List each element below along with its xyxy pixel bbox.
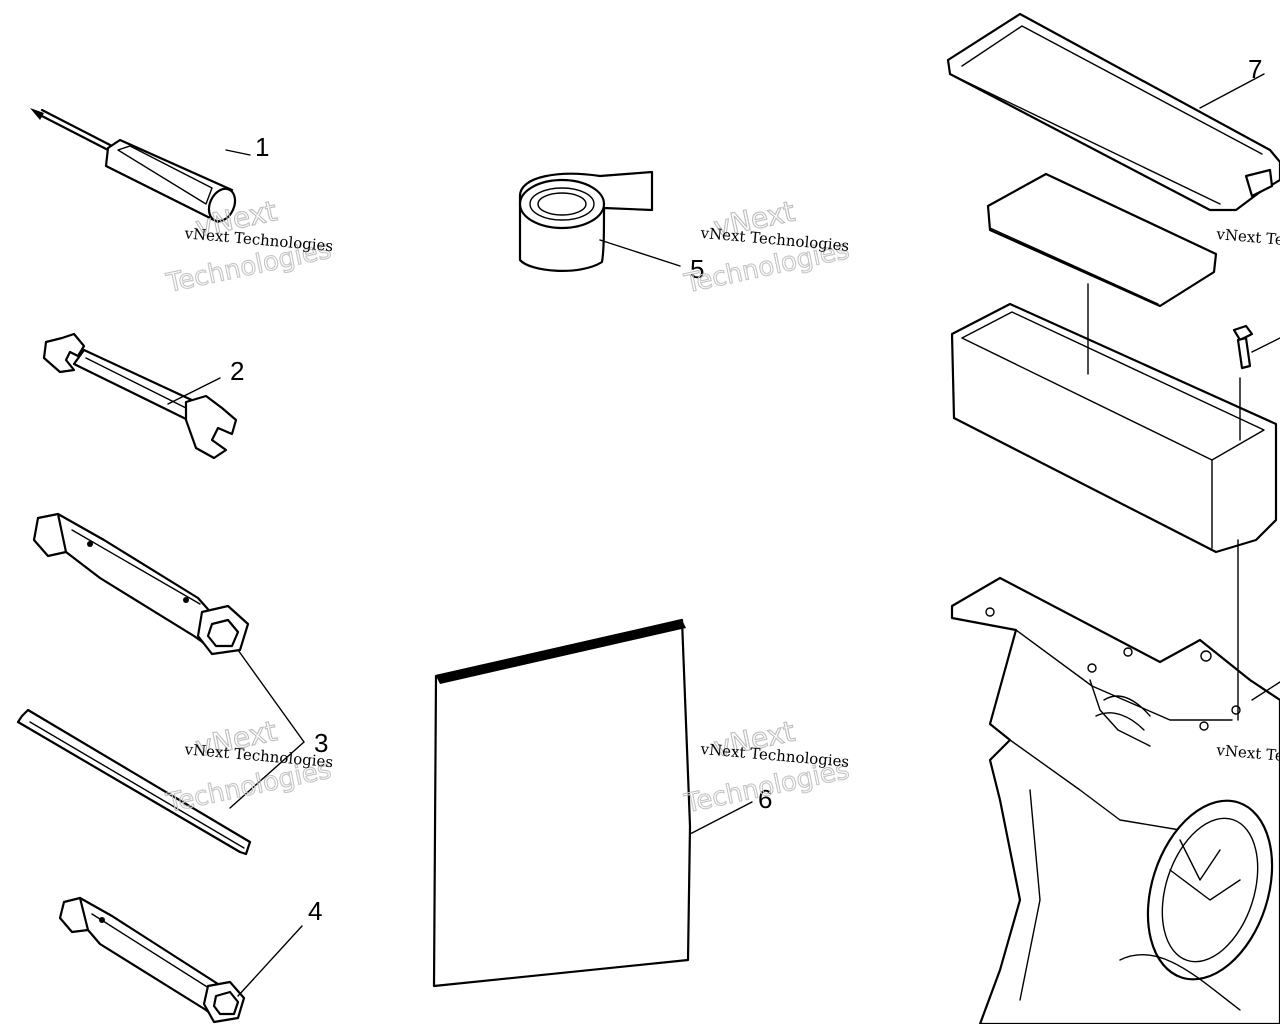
- wrench-part: [42, 332, 238, 460]
- callout-6-label: 6: [758, 784, 772, 814]
- callout-1-label: 1: [255, 132, 269, 162]
- tape-roll-part: [518, 170, 681, 272]
- battery-box-lid-part: [946, 12, 1280, 212]
- owners-manual-part: [432, 618, 753, 988]
- small-box-wrench-part: [58, 896, 303, 1024]
- callout-4-label: 4: [308, 896, 322, 926]
- tommy-bar-part: [16, 708, 252, 856]
- bolt-part: [1232, 324, 1280, 370]
- battery-tray-part: [950, 283, 1278, 554]
- callout-3-label: 3: [314, 728, 328, 758]
- callout-7-label: 7: [1248, 54, 1262, 84]
- watermark-text-cut-bottom: vNext Te: [1215, 741, 1280, 765]
- watermark-text-cut-top: vNext Te: [1215, 225, 1280, 249]
- callout-3-leaders: [229, 649, 305, 809]
- callout-5-label: 5: [690, 254, 704, 284]
- air-box-housing-part: [950, 539, 1280, 1024]
- box-wrench-part: [32, 512, 250, 656]
- battery-part: [986, 172, 1218, 308]
- callout-2-label: 2: [230, 356, 244, 386]
- screwdriver-part: [30, 108, 251, 224]
